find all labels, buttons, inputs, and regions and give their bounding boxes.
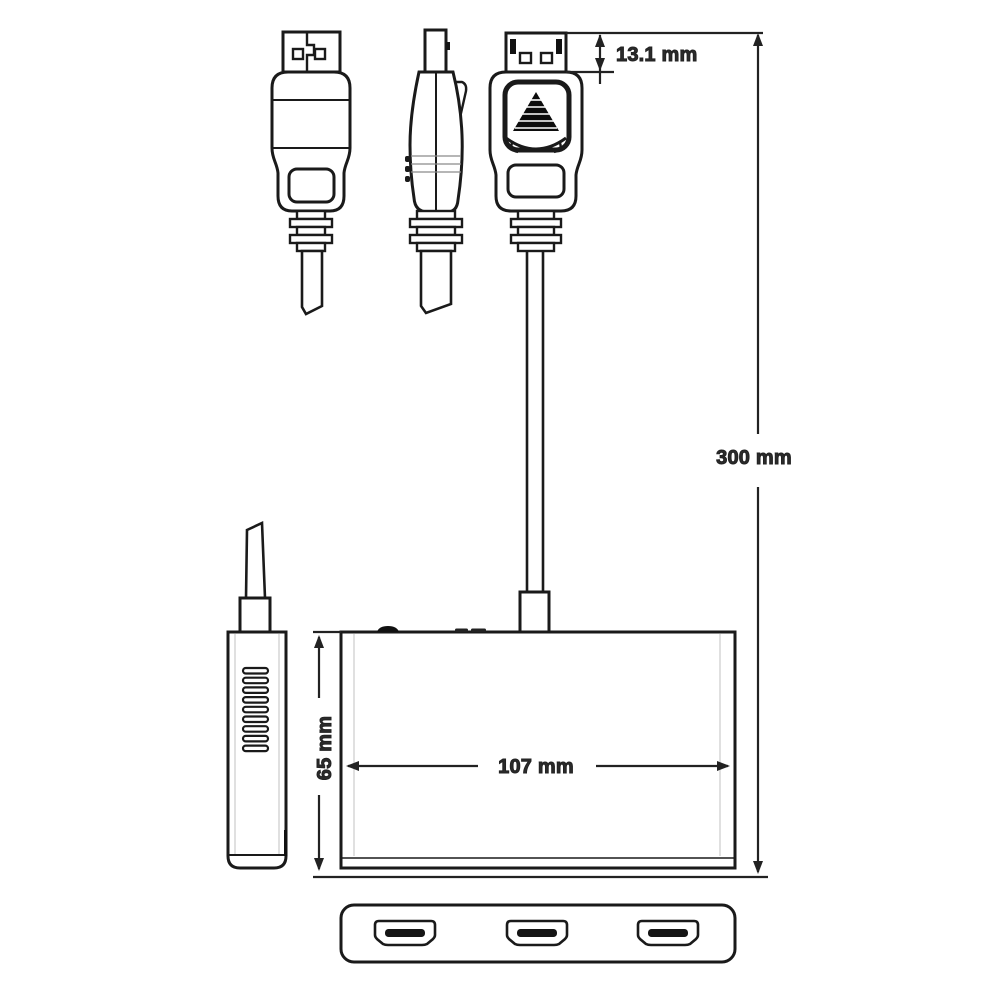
vent-slot	[241, 725, 270, 733]
hub-bottom-body	[339, 903, 737, 964]
hub-top-switch-mark	[471, 628, 486, 632]
hub-side-cable	[244, 520, 267, 600]
dp-plug-side-view	[405, 28, 468, 315]
dp-side-strain-relief	[408, 209, 464, 253]
dim-label-hub-width: 107 mm	[498, 756, 574, 778]
arrow-up-icon	[753, 33, 763, 46]
hub-side-port-mark	[284, 830, 288, 856]
vent-slot	[241, 686, 270, 695]
arrow-down-icon	[753, 861, 763, 874]
dim-label-cable-length: 300 mm	[716, 447, 792, 469]
hub-cable-strain-relief	[518, 590, 551, 634]
vent-slot	[241, 705, 270, 714]
dp-side-cable	[419, 249, 453, 315]
hub-side-view	[226, 520, 288, 870]
hub-side-body	[226, 630, 288, 870]
dp-front-tip-notch	[305, 32, 316, 72]
dimension-cable-length: 300 mm	[716, 33, 792, 874]
hub-side-connector	[238, 596, 272, 634]
dp-top-corner-key	[556, 39, 562, 54]
displayport-triangle-icon	[513, 92, 559, 131]
hub-front-view	[339, 626, 737, 870]
dp-side-metal-tip	[423, 28, 448, 74]
dp-front-label-plate	[287, 167, 336, 204]
dp-front-metal-tip	[281, 30, 342, 74]
vent-slot	[241, 695, 270, 704]
dp-front-pin-hole	[313, 47, 327, 61]
dp-top-strain-relief	[509, 209, 563, 253]
vent-slot	[241, 715, 270, 724]
hub-front-body	[339, 630, 737, 870]
arrow-up-icon	[595, 34, 605, 47]
arrow-up-icon	[314, 635, 324, 648]
dp-top-corner-key	[510, 39, 516, 54]
vent-slot	[241, 676, 270, 685]
arrow-down-icon	[314, 858, 324, 871]
dp-top-body	[488, 70, 584, 213]
vent-grille	[241, 666, 270, 753]
hub-top-button	[377, 626, 399, 632]
dp-plug-top-view	[488, 31, 584, 634]
hub-top-switch-mark	[455, 628, 468, 632]
hdmi-port-slot	[385, 929, 425, 937]
hdmi-port-2	[505, 919, 569, 947]
arrow-down-icon	[595, 58, 605, 71]
hub-bottom-view	[339, 903, 737, 964]
dp-plug-front-view	[270, 30, 352, 316]
vent-slot	[241, 744, 270, 753]
arrow-left-icon	[346, 761, 359, 771]
dp-front-body	[270, 70, 352, 213]
hdmi-port-slot	[648, 929, 688, 937]
vent-slot	[241, 666, 270, 675]
dp-front-cable	[300, 249, 324, 316]
dp-top-latch-hook	[510, 140, 519, 154]
dim-label-connector-height: 13.1 mm	[616, 44, 697, 66]
arrow-right-icon	[717, 761, 730, 771]
hdmi-port-3	[636, 919, 700, 947]
dp-side-tip-bump	[446, 42, 450, 50]
hdmi-port-1	[373, 919, 437, 947]
hdmi-port-slot	[517, 929, 557, 937]
dp-top-latch-hook	[553, 140, 562, 154]
dp-top-pin-hole	[518, 51, 533, 65]
dimension-connector-height: 13.1 mm	[566, 31, 763, 84]
dim-label-hub-height: 65 mm	[314, 716, 336, 780]
dp-front-strain-relief	[288, 209, 334, 253]
dp-side-grip-ribs	[405, 156, 410, 182]
dp-top-label-plate	[506, 163, 566, 199]
dp-top-pin-hole	[539, 51, 554, 65]
vent-slot	[241, 734, 270, 743]
dimension-hub-width: 107 mm	[346, 756, 730, 779]
dp-front-pin-hole	[291, 47, 305, 61]
dimension-hub-height: 65 mm	[313, 630, 768, 879]
